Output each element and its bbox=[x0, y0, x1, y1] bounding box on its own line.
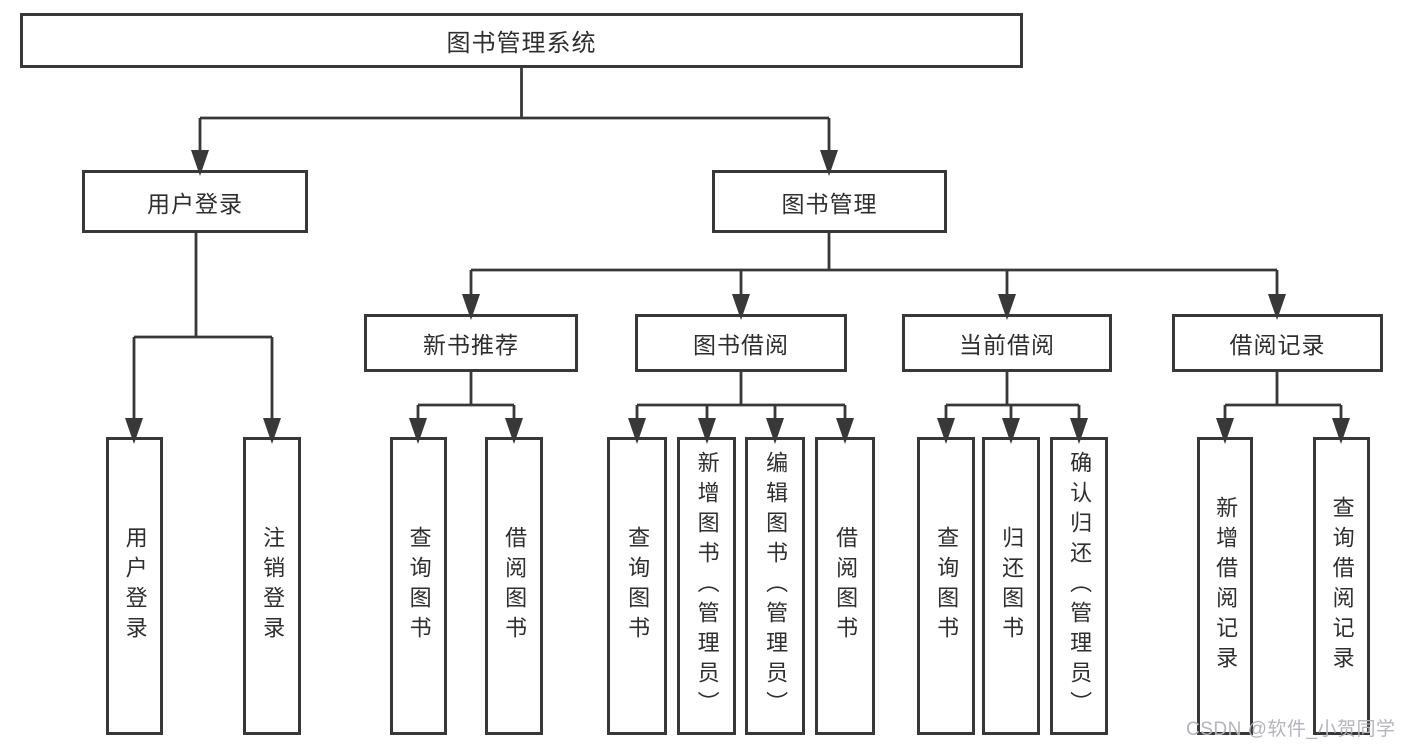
leaf-nbr-query-book-label: 查询图书 bbox=[406, 526, 432, 646]
leaf-user-login-label: 用户登录 bbox=[122, 526, 148, 646]
leaf-bb-query-book-label: 查询图书 bbox=[625, 526, 651, 646]
leaf-bb-borrow-book: 借阅图书 bbox=[815, 437, 875, 735]
node-root-label: 图书管理系统 bbox=[446, 30, 597, 57]
leaf-nbr-borrow-book: 借阅图书 bbox=[485, 437, 543, 735]
node-user-login: 用户登录 bbox=[82, 170, 308, 233]
leaf-cb-query-book: 查询图书 bbox=[917, 437, 975, 735]
leaf-bb-borrow-book-label: 借阅图书 bbox=[833, 526, 859, 646]
node-user-login-label: 用户登录 bbox=[147, 190, 243, 217]
node-current-borrow: 当前借阅 bbox=[902, 314, 1112, 372]
leaf-cb-return-book-label: 归还图书 bbox=[999, 526, 1025, 646]
leaf-cb-return-book: 归还图书 bbox=[982, 437, 1040, 735]
node-book-borrow: 图书借阅 bbox=[635, 314, 847, 372]
node-borrow-records: 借阅记录 bbox=[1172, 314, 1383, 372]
leaf-logout: 注销登录 bbox=[243, 437, 301, 735]
leaf-cb-confirm-return-admin: 确认归还（管理员） bbox=[1050, 437, 1108, 735]
leaf-bb-add-book-admin: 新增图书（管理员） bbox=[677, 437, 736, 735]
node-new-book-recommend: 新书推荐 bbox=[364, 314, 578, 372]
node-book-borrow-label: 图书借阅 bbox=[693, 332, 789, 358]
leaf-br-add-record: 新增借阅记录 bbox=[1197, 437, 1253, 735]
leaf-cb-confirm-return-admin-label: 确认归还（管理员） bbox=[1067, 451, 1093, 721]
leaf-br-query-record-label: 查询借阅记录 bbox=[1329, 496, 1355, 676]
leaf-user-login: 用户登录 bbox=[106, 437, 163, 735]
node-new-book-recommend-label: 新书推荐 bbox=[423, 332, 519, 358]
node-borrow-records-label: 借阅记录 bbox=[1229, 332, 1326, 358]
leaf-bb-edit-book-admin: 编辑图书（管理员） bbox=[745, 437, 805, 735]
leaf-cb-query-book-label: 查询图书 bbox=[934, 526, 960, 646]
leaf-br-query-record: 查询借阅记录 bbox=[1313, 437, 1370, 735]
leaf-nbr-borrow-book-label: 借阅图书 bbox=[502, 526, 528, 646]
node-book-management-label: 图书管理 bbox=[781, 190, 878, 217]
leaf-bb-add-book-admin-label: 新增图书（管理员） bbox=[694, 451, 720, 721]
leaf-logout-label: 注销登录 bbox=[260, 526, 286, 646]
csdn-watermark: CSDN @软件_小贺同学 bbox=[1186, 719, 1396, 740]
node-current-borrow-label: 当前借阅 bbox=[959, 332, 1055, 358]
leaf-bb-edit-book-admin-label: 编辑图书（管理员） bbox=[763, 451, 789, 721]
node-book-management: 图书管理 bbox=[712, 170, 947, 233]
node-root: 图书管理系统 bbox=[20, 13, 1023, 68]
leaf-bb-query-book: 查询图书 bbox=[607, 437, 667, 735]
leaf-nbr-query-book: 查询图书 bbox=[390, 437, 447, 735]
leaf-br-add-record-label: 新增借阅记录 bbox=[1213, 496, 1239, 676]
